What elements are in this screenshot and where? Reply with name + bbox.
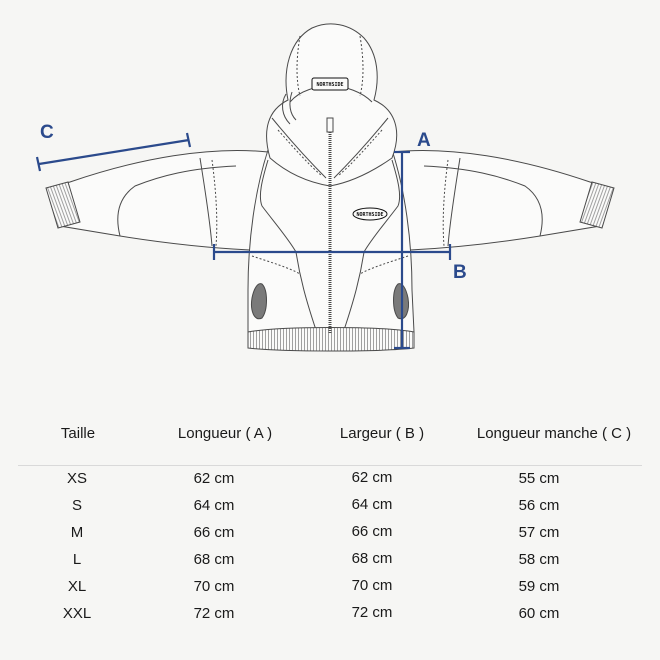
left-pocket xyxy=(251,283,267,320)
cell-sleeve: 58 cm xyxy=(518,551,560,568)
measure-c-line xyxy=(38,138,190,166)
cell-width: 70 cm xyxy=(351,577,393,594)
zipper-pull xyxy=(326,117,334,133)
cell-size: XXL xyxy=(62,605,92,622)
cell-size: M xyxy=(70,524,84,541)
cell-width: 62 cm xyxy=(351,469,393,486)
sleeve-panel-left xyxy=(117,157,237,247)
cell-length: 70 cm xyxy=(193,578,235,595)
hem-rib xyxy=(247,327,415,352)
cell-sleeve: 56 cm xyxy=(518,497,560,514)
cell-size: XS xyxy=(66,470,88,487)
header-largeur: Largeur ( B ) xyxy=(339,425,425,442)
cell-size: S xyxy=(71,497,83,514)
right-cuff xyxy=(579,181,615,229)
right-panel-seam xyxy=(343,159,401,331)
label-b: B xyxy=(453,262,467,283)
cell-size: XL xyxy=(67,578,87,595)
cell-sleeve: 55 cm xyxy=(518,470,560,487)
hood xyxy=(266,23,398,187)
hood-fold-dash xyxy=(277,129,383,177)
cell-sleeve: 59 cm xyxy=(518,578,560,595)
cell-width: 64 cm xyxy=(351,496,393,513)
hood-seam xyxy=(296,35,364,97)
left-panel-seam xyxy=(259,159,317,331)
cell-width: 72 cm xyxy=(351,604,393,621)
cell-length: 66 cm xyxy=(193,524,235,541)
header-longueur: Longueur ( A ) xyxy=(177,425,273,442)
cell-length: 64 cm xyxy=(193,497,235,514)
cell-width: 68 cm xyxy=(351,550,393,567)
right-sleeve xyxy=(391,150,613,251)
header-taille: Taille xyxy=(60,425,96,442)
measure-c-cap-left xyxy=(35,156,42,172)
measurement-lines xyxy=(35,132,452,350)
header-divider xyxy=(18,465,642,466)
left-cuff xyxy=(45,181,81,229)
cell-sleeve: 60 cm xyxy=(518,605,560,622)
cell-sleeve: 57 cm xyxy=(518,524,560,541)
header-longueur-manche: Longueur manche ( C ) xyxy=(476,425,632,442)
chest-logo-badge xyxy=(352,207,388,221)
cell-length: 68 cm xyxy=(193,551,235,568)
jacket-diagram: NORTHSIDE NORTHSIDE A B C xyxy=(35,23,615,352)
sleeve-panel-right xyxy=(423,157,543,247)
cell-width: 66 cm xyxy=(351,523,393,540)
hood-fold-left xyxy=(271,117,327,179)
cell-length: 72 cm xyxy=(193,605,235,622)
cell-size: L xyxy=(72,551,82,568)
hood-logo-badge xyxy=(311,77,349,91)
label-c: C xyxy=(40,122,54,143)
label-a: A xyxy=(417,130,431,151)
hood-logo-text: NORTHSIDE xyxy=(316,82,343,88)
hood-drawstring-emblem xyxy=(282,91,297,125)
jacket-outline xyxy=(47,23,613,337)
chest-logo-text: NORTHSIDE xyxy=(356,212,383,218)
cell-length: 62 cm xyxy=(193,470,235,487)
left-sleeve xyxy=(47,150,269,251)
body-dash-seams xyxy=(211,159,449,275)
hood-fold-right xyxy=(333,117,389,179)
measure-c-cap-right xyxy=(185,132,192,148)
